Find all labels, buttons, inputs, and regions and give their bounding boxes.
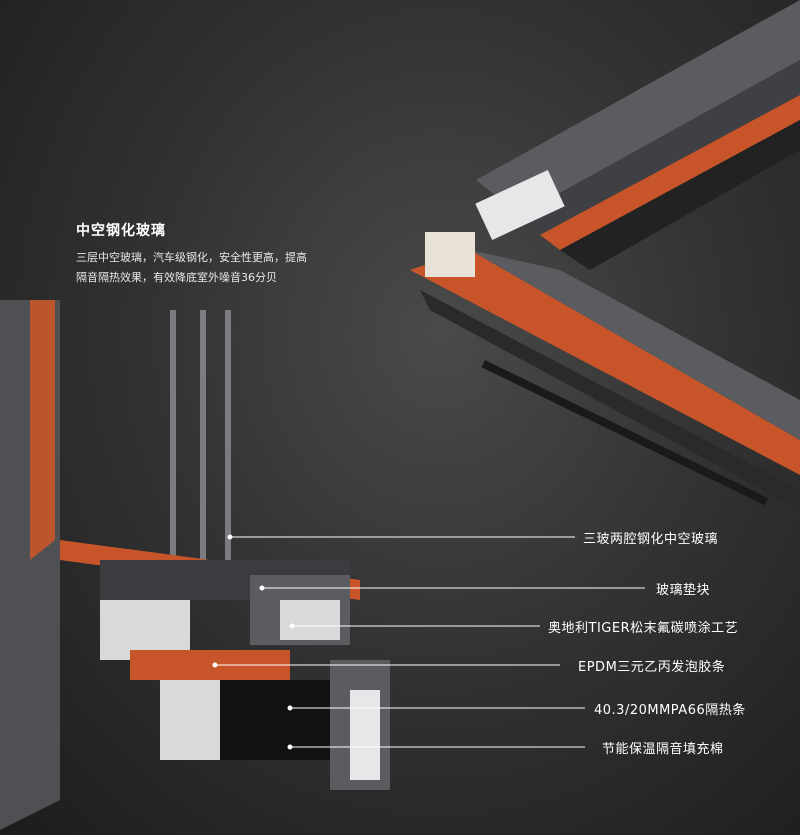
intro-line: 隔音隔热效果，有效降底室外噪音36分贝 (76, 271, 277, 284)
callout-thermal-strip: 40.3/20MMPA66隔热条 (594, 703, 746, 718)
callout-glass-pad: 玻璃垫块 (656, 583, 711, 598)
corner-frame-detail (410, 0, 800, 510)
intro-text: 三层中空玻璃，汽车级钢化，安全性更高，提高 隔音隔热效果，有效降底室外噪音36分… (76, 248, 376, 288)
callout-glass: 三玻两腔钢化中空玻璃 (583, 532, 719, 547)
leader-lines (212, 534, 645, 750)
intro-line: 三层中空玻璃，汽车级钢化，安全性更高，提高 (76, 251, 307, 264)
section-profile-detail (0, 300, 390, 830)
callout-epdm: EPDM三元乙丙发泡胶条 (578, 660, 726, 675)
intro-title: 中空钢化玻璃 (76, 223, 166, 239)
callout-insulation-cotton: 节能保温隔音填充棉 (602, 742, 724, 757)
callout-coating: 奥地利TIGER松末氟碳喷涂工艺 (548, 621, 739, 636)
intro-block: 中空钢化玻璃 三层中空玻璃，汽车级钢化，安全性更高，提高 隔音隔热效果，有效降底… (76, 220, 376, 288)
